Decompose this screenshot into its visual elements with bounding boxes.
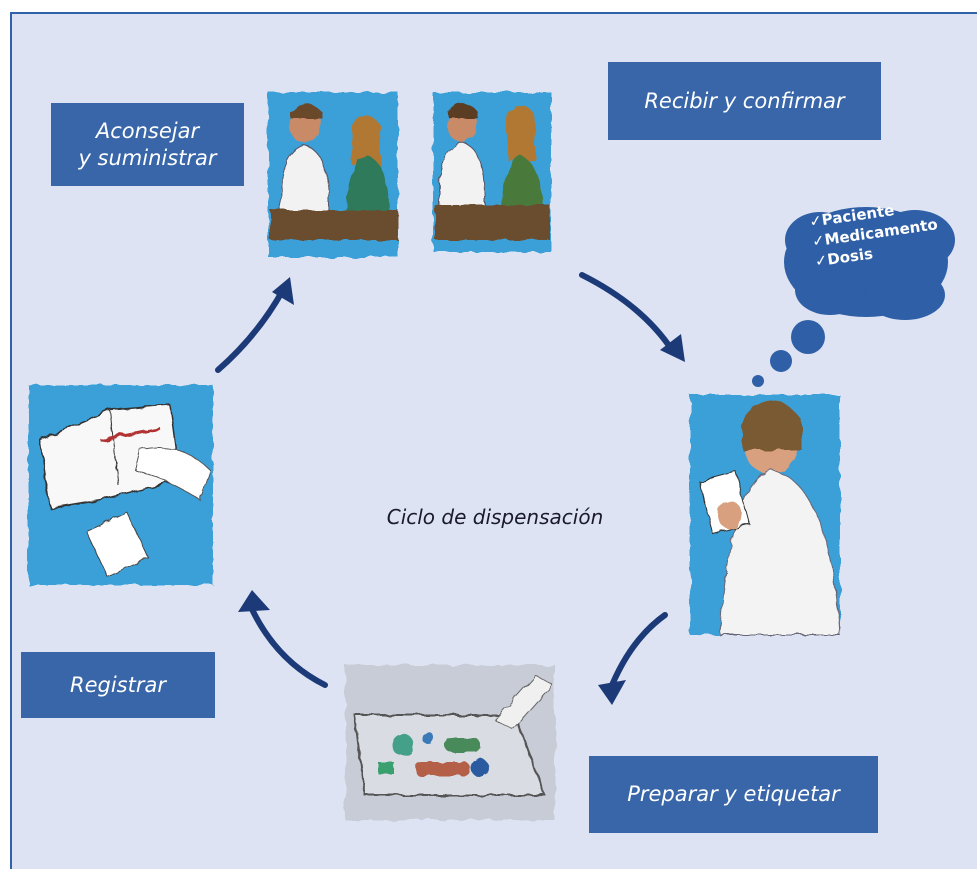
cycle-arrows xyxy=(215,272,675,693)
arrowheads xyxy=(238,277,685,705)
pharmacist-reading-prescription-icon xyxy=(690,395,841,636)
arrow-registrar-to-aconsejar xyxy=(215,287,286,373)
arrow-preparar-to-registrar xyxy=(247,602,328,688)
writing-record-icon xyxy=(28,385,213,585)
step-preparar-etiquetar: Preparar y etiquetar xyxy=(589,756,878,833)
step-aconsejar-suministrar: Aconsejar y suministrar xyxy=(51,103,244,186)
arrow-check-to-preparar xyxy=(607,612,668,693)
step-registrar: Registrar xyxy=(21,652,215,718)
step-recibir-confirmar: Recibir y confirmar xyxy=(608,62,881,140)
pharmacist-patient-icon xyxy=(268,92,551,257)
cycle-title: Ciclo de dispensación xyxy=(386,505,604,529)
thought-cloud xyxy=(752,207,955,387)
arrow-recibir-to-preparar-check xyxy=(579,272,675,353)
medication-tray-icon xyxy=(345,665,555,820)
